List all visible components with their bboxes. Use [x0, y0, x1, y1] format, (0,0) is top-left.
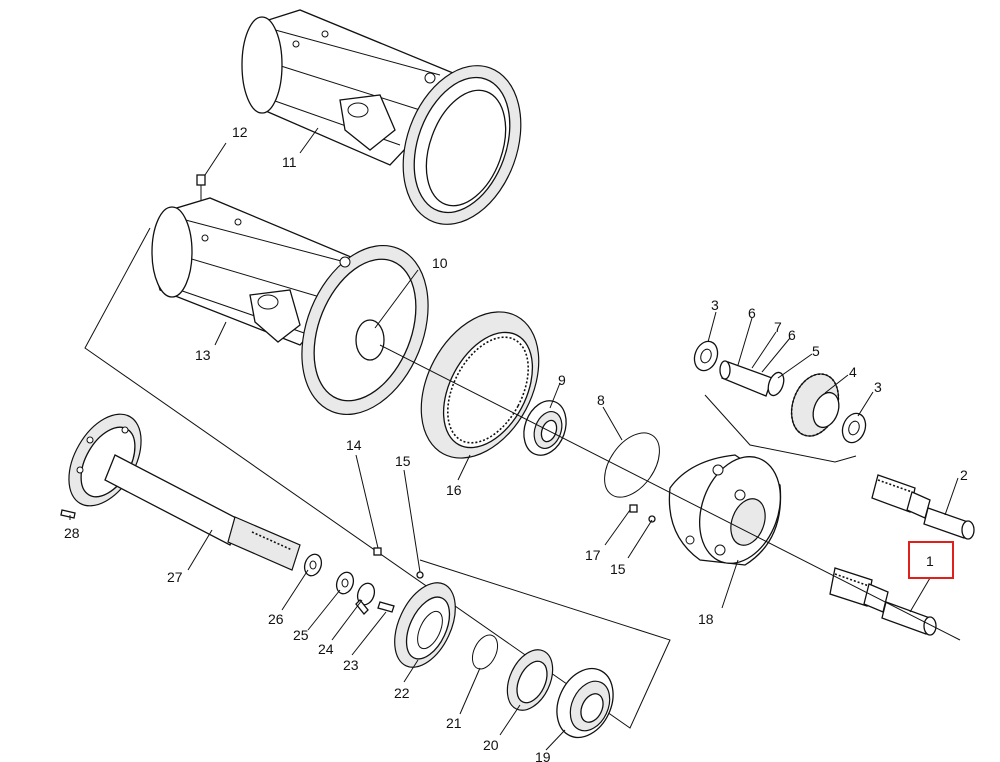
- callout-1[interactable]: 1: [926, 553, 934, 569]
- part-25-washer[interactable]: [334, 570, 357, 596]
- callout-7[interactable]: 7: [774, 319, 782, 335]
- callout-17[interactable]: 17: [585, 547, 601, 563]
- part-18-planet-carrier[interactable]: [668, 445, 794, 574]
- callout-20[interactable]: 20: [483, 737, 499, 753]
- callout-28[interactable]: 28: [64, 525, 80, 541]
- callout-25[interactable]: 25: [293, 627, 309, 643]
- part-3-thrust-washer-right[interactable]: [839, 410, 870, 446]
- callout-13[interactable]: 13: [195, 347, 211, 363]
- callout-15-left[interactable]: 15: [395, 453, 411, 469]
- callout-9[interactable]: 9: [558, 372, 566, 388]
- part-16-ring-gear[interactable]: [397, 292, 562, 479]
- part-5-spacer[interactable]: [765, 370, 786, 397]
- axis-line: [379, 344, 961, 641]
- part-3-thrust-washer-left[interactable]: [691, 338, 722, 374]
- callout-12[interactable]: 12: [232, 124, 248, 140]
- part-15-plug[interactable]: [648, 515, 656, 523]
- callout-3-left[interactable]: 3: [711, 297, 719, 313]
- part-21-o-ring[interactable]: [467, 631, 502, 673]
- part-6-needle-roller-shaft[interactable]: [719, 360, 773, 397]
- callout-19[interactable]: 19: [535, 749, 551, 762]
- callout-26[interactable]: 26: [268, 611, 284, 627]
- part-14-screw[interactable]: [373, 547, 382, 556]
- part-24-lock-plate[interactable]: [355, 581, 378, 615]
- part-4-planet-gear[interactable]: [783, 367, 846, 442]
- callout-11[interactable]: 11: [282, 154, 297, 170]
- part-27-axle-shaft[interactable]: [54, 402, 301, 571]
- callout-1-highlight-box: [908, 541, 954, 579]
- part-26-washer[interactable]: [302, 552, 325, 578]
- part-23-bolt[interactable]: [377, 601, 395, 613]
- callout-2[interactable]: 2: [960, 467, 968, 483]
- callouts: 11 12 13 10 9 8 16 3 6 7 6 5 4 3 2 1 18 …: [64, 124, 968, 762]
- callout-16[interactable]: 16: [446, 482, 462, 498]
- part-1-drive-shaft[interactable]: [829, 567, 937, 636]
- part-20-seal[interactable]: [498, 643, 561, 718]
- part-11-axle-housing[interactable]: [241, 9, 542, 241]
- callout-22[interactable]: 22: [394, 685, 410, 701]
- callout-18[interactable]: 18: [698, 611, 714, 627]
- callout-6-left[interactable]: 6: [748, 305, 756, 321]
- callout-24[interactable]: 24: [318, 641, 334, 657]
- callout-14[interactable]: 14: [346, 437, 362, 453]
- assembly-outline: [84, 227, 857, 729]
- callout-6-right[interactable]: 6: [788, 327, 796, 343]
- callout-21[interactable]: 21: [446, 715, 462, 731]
- callout-3-right[interactable]: 3: [874, 379, 882, 395]
- part-15-plug-lower[interactable]: [416, 571, 424, 579]
- part-13-axle-housing[interactable]: [151, 197, 452, 433]
- callout-27[interactable]: 27: [167, 569, 183, 585]
- part-2-drive-shaft[interactable]: [871, 474, 975, 540]
- part-8-snap-ring[interactable]: [593, 423, 670, 507]
- callout-4[interactable]: 4: [849, 364, 857, 380]
- callout-10[interactable]: 10: [432, 255, 448, 271]
- callout-23[interactable]: 23: [343, 657, 359, 673]
- part-9-bearing[interactable]: [517, 395, 574, 461]
- part-17-screw[interactable]: [629, 504, 638, 513]
- leader-lines: [69, 127, 959, 751]
- callout-5[interactable]: 5: [812, 343, 820, 359]
- part-28-wheel-stud[interactable]: [60, 509, 76, 519]
- callout-8[interactable]: 8: [597, 392, 605, 408]
- part-19-bearing[interactable]: [546, 659, 624, 746]
- callout-15-right[interactable]: 15: [610, 561, 626, 577]
- part-22-seal-carrier[interactable]: [382, 573, 467, 677]
